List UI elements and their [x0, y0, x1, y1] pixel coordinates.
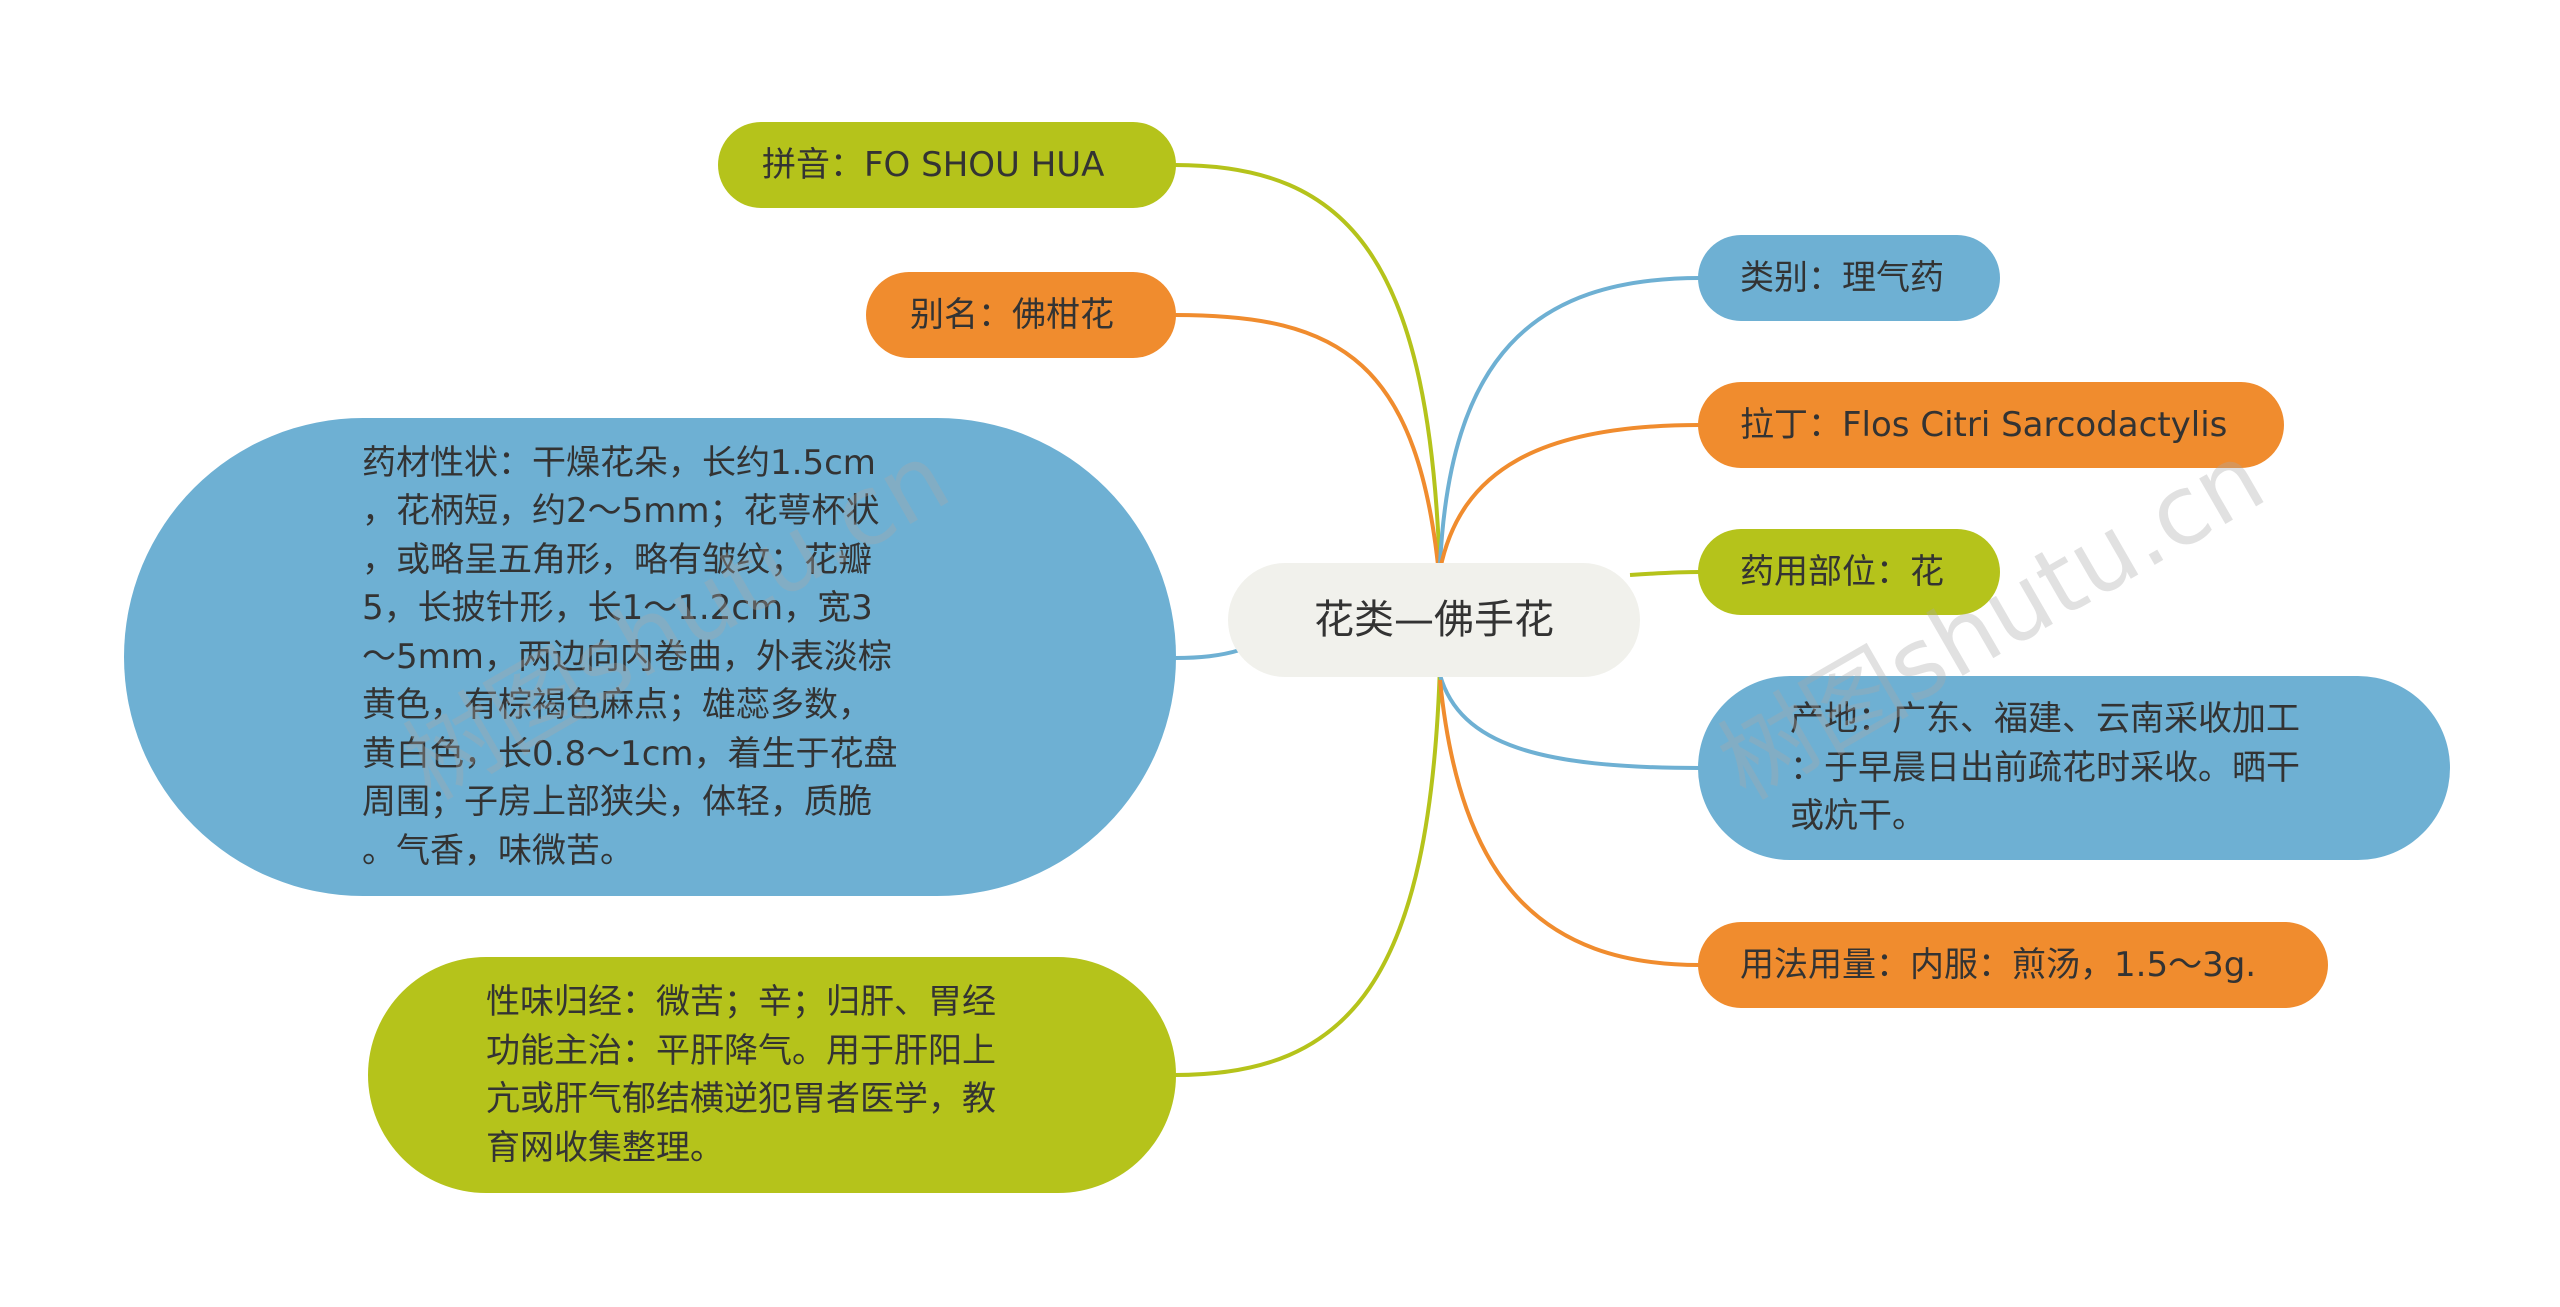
origin-line-3: 或炕干。 [1790, 796, 1926, 837]
nature-line-3: 亢或肝气郁结横逆犯胃者医学，教 [486, 1079, 996, 1119]
features-line-4: 5，长披针形，长1～1.2cm，宽3 [362, 588, 873, 629]
node-origin-text: 产地：广东、福建、云南采收加工 ：于早晨日出前疏花时采收。晒干 或炕干。 [1790, 695, 2300, 841]
nature-line-4: 育网收集整理。 [486, 1127, 724, 1168]
node-latin[interactable]: 拉丁：Flos Citri Sarcodactylis [1698, 382, 2284, 468]
node-pinyin-label: 拼音：FO SHOU HUA [762, 145, 1105, 185]
node-alias-label: 别名：佛柑花 [910, 295, 1114, 335]
center-topic[interactable]: 花类—佛手花 [1228, 563, 1640, 677]
node-usage-label: 用法用量：内服：煎汤，1.5～3g. [1740, 945, 2257, 985]
nature-line-2: 功能主治：平肝降气。用于肝阳上 [486, 1030, 996, 1071]
features-line-2: ，花柄短，约2～5mm；花萼杯状 [362, 491, 880, 532]
node-category-label: 类别：理气药 [1740, 258, 1944, 298]
node-origin[interactable]: 产地：广东、福建、云南采收加工 ：于早晨日出前疏花时采收。晒干 或炕干。 [1698, 676, 2450, 860]
node-usage[interactable]: 用法用量：内服：煎汤，1.5～3g. [1698, 922, 2328, 1008]
link-origin [1438, 674, 1701, 770]
node-nature[interactable]: 性味归经：微苦；辛；归肝、胃经 功能主治：平肝降气。用于肝阳上 亢或肝气郁结横逆… [368, 957, 1176, 1193]
features-line-9: 。气香，味微苦。 [362, 830, 634, 871]
features-line-7: 黄白色，长0.8～1cm，着生于花盘 [362, 733, 898, 774]
features-line-8: 周围；子房上部狭尖，体轻，质脆 [362, 782, 872, 823]
link-latin [1438, 423, 1701, 571]
node-features[interactable]: 药材性状：干燥花朵，长约1.5cm ，花柄短，约2～5mm；花萼杯状 ，或略呈五… [124, 418, 1176, 896]
node-category[interactable]: 类别：理气药 [1698, 235, 2000, 321]
link-usage [1438, 679, 1701, 967]
node-features-text: 药材性状：干燥花朵，长约1.5cm ，花柄短，约2～5mm；花萼杯状 ，或略呈五… [362, 439, 898, 876]
features-line-1: 药材性状：干燥花朵，长约1.5cm [362, 442, 876, 483]
link-features [1174, 648, 1241, 660]
link-alias [1174, 313, 1442, 586]
node-pinyin[interactable]: 拼音：FO SHOU HUA [718, 122, 1176, 208]
link-pinyin [1174, 163, 1442, 576]
features-line-5: ～5mm，两边向内卷曲，外表淡棕 [362, 636, 892, 677]
link-category [1438, 276, 1701, 566]
center-topic-label: 花类—佛手花 [1314, 597, 1554, 643]
link-nature [1174, 664, 1442, 1077]
node-part[interactable]: 药用部位：花 [1698, 529, 2000, 615]
node-nature-text: 性味归经：微苦；辛；归肝、胃经 功能主治：平肝降气。用于肝阳上 亢或肝气郁结横逆… [486, 978, 996, 1172]
node-latin-label: 拉丁：Flos Citri Sarcodactylis [1740, 405, 2228, 445]
node-alias[interactable]: 别名：佛柑花 [866, 272, 1176, 358]
node-part-label: 药用部位：花 [1740, 552, 1944, 592]
features-line-6: 黄色，有棕褐色麻点；雄蕊多数， [362, 685, 872, 726]
link-part [1629, 570, 1701, 577]
origin-line-2: ：于早晨日出前疏花时采收。晒干 [1790, 747, 2300, 788]
features-line-3: ，或略呈五角形，略有皱纹；花瓣 [362, 539, 872, 580]
nature-line-1: 性味归经：微苦；辛；归肝、胃经 [486, 982, 996, 1022]
origin-line-1: 产地：广东、福建、云南采收加工 [1790, 699, 2300, 740]
